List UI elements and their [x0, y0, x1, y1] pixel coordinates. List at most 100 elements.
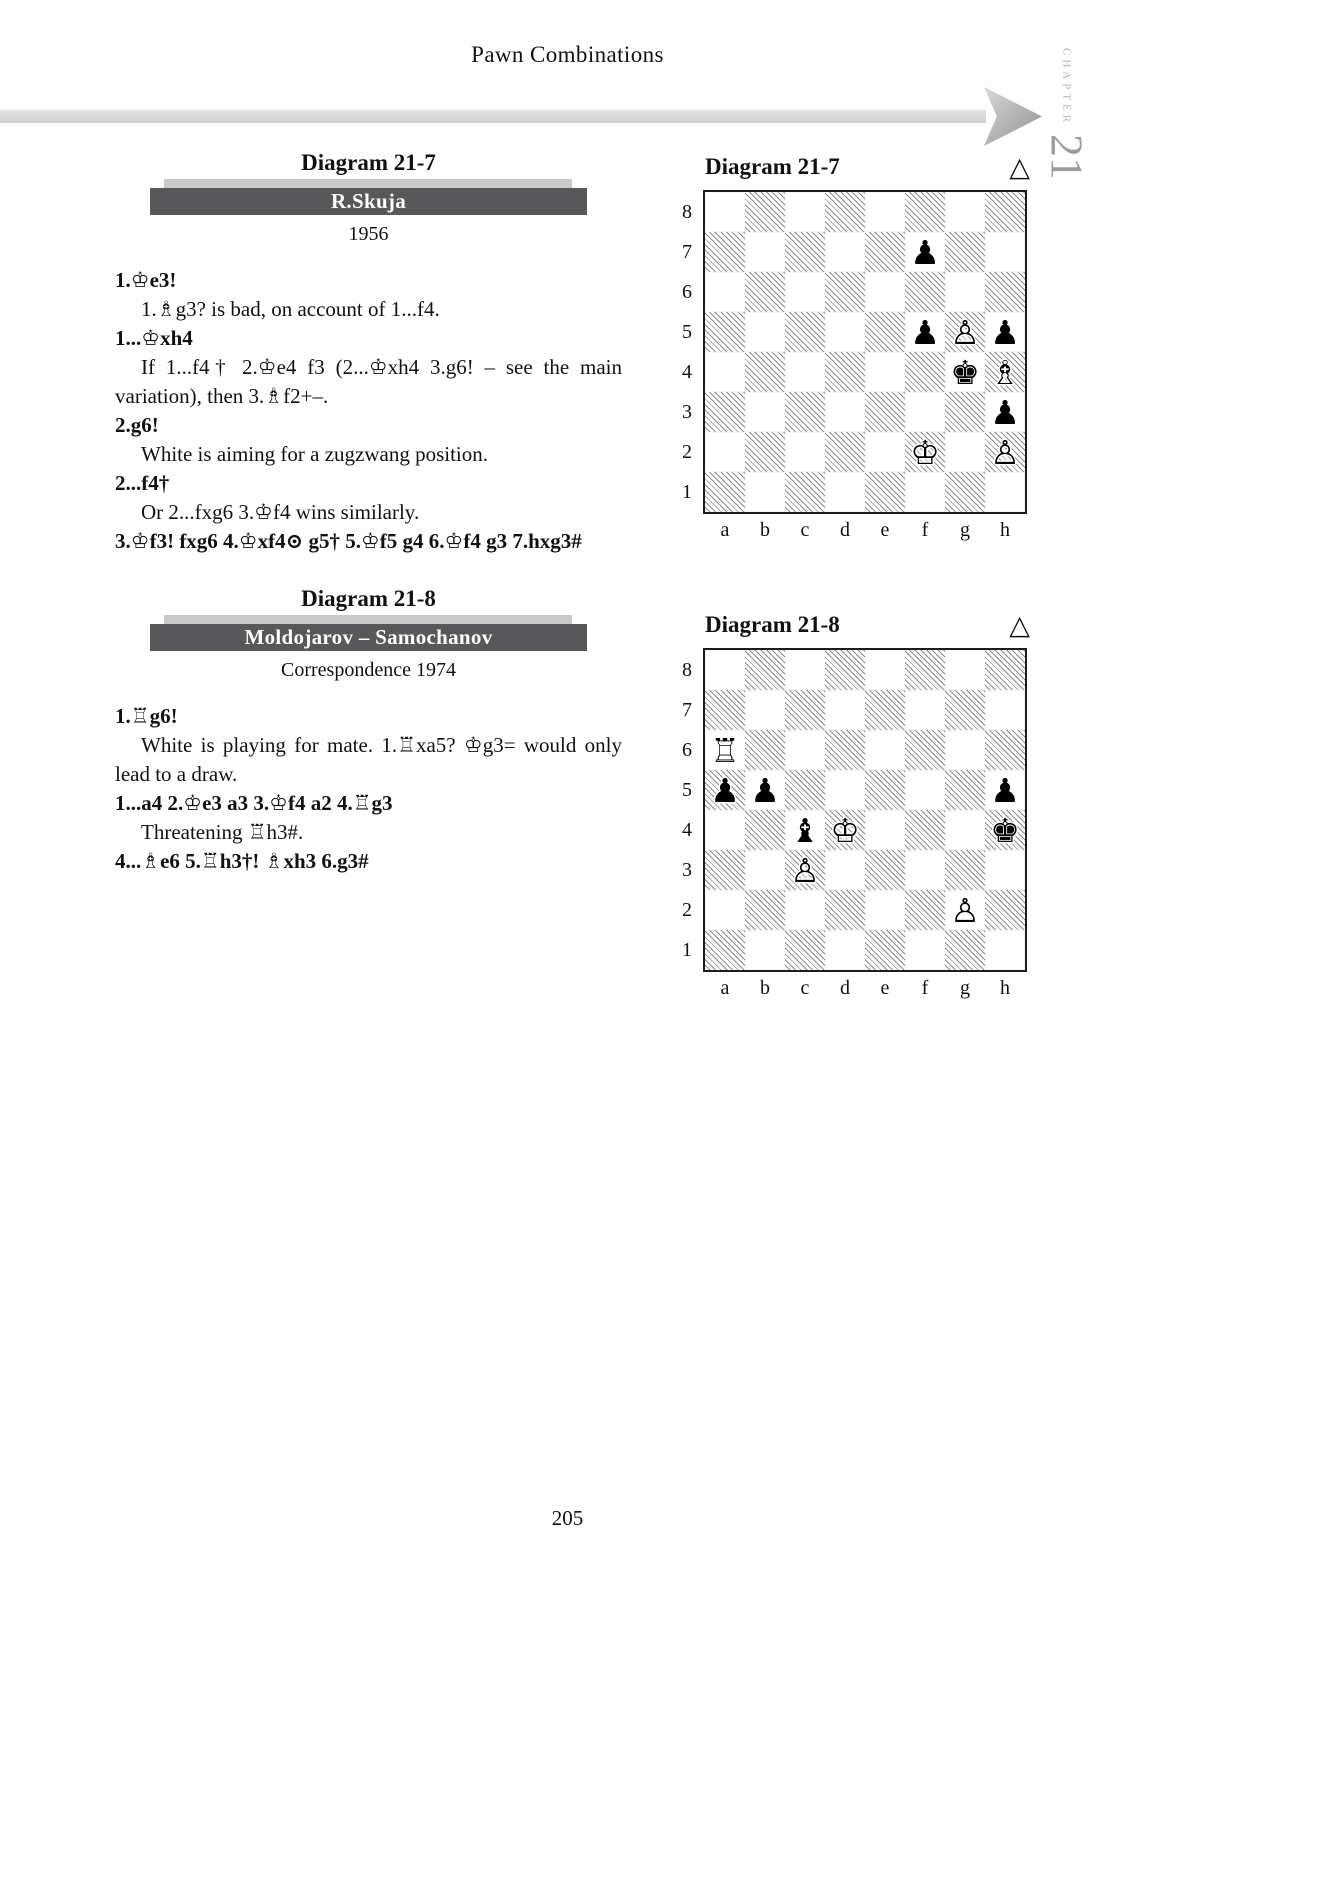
- square-h4: ♚: [985, 810, 1025, 850]
- piece-bk-h4: ♚: [990, 810, 1020, 850]
- square-c5: [785, 770, 825, 810]
- square-c6: [785, 730, 825, 770]
- square-c2: [785, 890, 825, 930]
- square-c2: [785, 432, 825, 472]
- square-h6: [985, 730, 1025, 770]
- rank-label: 8: [682, 200, 692, 223]
- square-h5: ♟: [985, 770, 1025, 810]
- square-e3: [865, 392, 905, 432]
- analysis-text: 1.♔e3!1.♗g3? is bad, on account of 1...f…: [115, 266, 622, 556]
- piece-wk-d4: ♔: [830, 810, 860, 850]
- square-a4: [705, 810, 745, 850]
- diagram-caption-text: Diagram 21-8: [705, 612, 840, 637]
- square-f8: [905, 650, 945, 690]
- square-d5: [825, 770, 865, 810]
- square-h3: [985, 850, 1025, 890]
- square-b3: [745, 392, 785, 432]
- square-a3: [705, 850, 745, 890]
- square-a1: [705, 930, 745, 970]
- square-d2: [825, 432, 865, 472]
- square-d8: [825, 650, 865, 690]
- square-d5: [825, 312, 865, 352]
- square-d3: [825, 850, 865, 890]
- file-label: c: [800, 519, 810, 541]
- file-label: h: [1000, 519, 1010, 541]
- square-h3: ♟: [985, 392, 1025, 432]
- square-b6: [745, 730, 785, 770]
- square-f4: [905, 810, 945, 850]
- square-f3: [905, 392, 945, 432]
- square-h2: ♙: [985, 432, 1025, 472]
- chess-board: ♟♟♙♟♚♗♟♔♙: [703, 190, 1027, 514]
- file-label: g: [960, 977, 970, 999]
- move-line: 1...♔xh4: [115, 325, 193, 350]
- rank-label: 6: [682, 738, 692, 761]
- square-g1: [945, 472, 985, 512]
- piece-wp-g2: ♙: [950, 890, 980, 930]
- move-line: 1.♖g6!: [115, 703, 178, 728]
- square-e2: [865, 432, 905, 472]
- square-h1: [985, 472, 1025, 512]
- square-g8: [945, 192, 985, 232]
- square-b4: [745, 810, 785, 850]
- diagram-title: Diagram 21-7: [301, 150, 436, 175]
- section-diagram-21-7: Diagram 21-7 R.Skuja 1956 1.♔e3!1.♗g3? i…: [115, 150, 622, 556]
- square-a5: ♟: [705, 770, 745, 810]
- rank-label: 6: [682, 280, 692, 303]
- square-b5: ♟: [745, 770, 785, 810]
- square-h4: ♗: [985, 352, 1025, 392]
- square-g7: [945, 232, 985, 272]
- players-bar: Moldojarov – Samochanov: [150, 614, 587, 651]
- analysis-text: 1.♖g6!White is playing for mate. 1.♖xa5?…: [115, 702, 622, 876]
- file-label: d: [840, 977, 850, 999]
- square-e4: [865, 352, 905, 392]
- file-label: b: [760, 519, 770, 541]
- square-c5: [785, 312, 825, 352]
- piece-bp-h5: ♟: [990, 312, 1020, 352]
- rank-label: 3: [682, 400, 692, 423]
- square-g1: [945, 930, 985, 970]
- square-h6: [985, 272, 1025, 312]
- square-c7: [785, 690, 825, 730]
- square-a2: [705, 432, 745, 472]
- square-b2: [745, 432, 785, 472]
- white-to-move-icon: △: [1009, 151, 1030, 182]
- rank-label: 5: [682, 320, 692, 343]
- rank-label: 7: [682, 698, 692, 721]
- event-line: Correspondence 1974: [281, 658, 456, 681]
- square-c8: [785, 650, 825, 690]
- square-e1: [865, 472, 905, 512]
- note-line: Or 2...fxg6 3.♔f4 wins similarly.: [141, 499, 420, 524]
- players-name: R.Skuja: [150, 188, 587, 215]
- square-e7: [865, 690, 905, 730]
- square-h7: [985, 690, 1025, 730]
- square-f7: ♟: [905, 232, 945, 272]
- square-d1: [825, 472, 865, 512]
- square-c4: ♝: [785, 810, 825, 850]
- square-c4: [785, 352, 825, 392]
- rank-label: 1: [682, 938, 692, 961]
- piece-wp-g5: ♙: [950, 312, 980, 352]
- note-line: If 1...f4† 2.♔e4 f3 (2...♔xh4 3.g6! – se…: [115, 354, 622, 408]
- square-h2: [985, 890, 1025, 930]
- section-diagram-21-8: Diagram 21-8 Moldojarov – Samochanov Cor…: [115, 586, 622, 876]
- piece-bp-f7: ♟: [910, 232, 940, 272]
- rank-label: 7: [682, 240, 692, 263]
- square-h7: [985, 232, 1025, 272]
- move-line: 3.♔f3! fxg6 4.♔xf4⊙ g5† 5.♔f5 g4 6.♔f4 g…: [115, 528, 582, 553]
- square-e6: [865, 730, 905, 770]
- file-label: f: [921, 519, 929, 541]
- square-b2: [745, 890, 785, 930]
- square-b8: [745, 192, 785, 232]
- square-e1: [865, 930, 905, 970]
- file-label: c: [800, 977, 810, 999]
- move-line: 2.g6!: [115, 412, 159, 437]
- move-line: 2...f4†: [115, 470, 170, 495]
- square-e6: [865, 272, 905, 312]
- square-e3: [865, 850, 905, 890]
- square-a7: [705, 232, 745, 272]
